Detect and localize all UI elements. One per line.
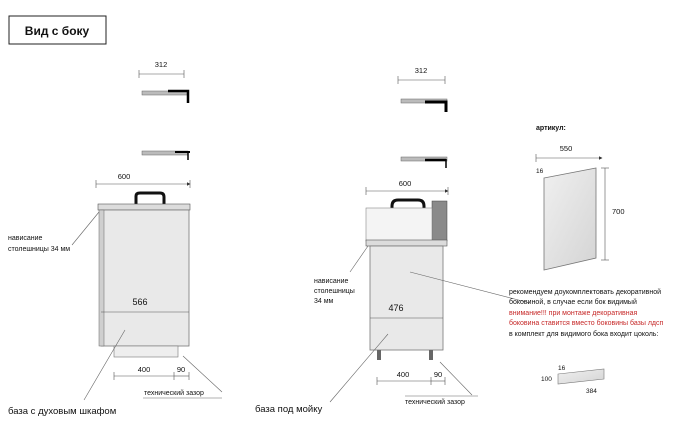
title-box: Вид с боку (8, 15, 107, 45)
panel-dim-700-label: 700 (612, 207, 625, 216)
warning-line-2: боковина ставится вместо боковины базы л… (509, 319, 664, 327)
left-overhang-leader (71, 211, 100, 246)
middle-dim-600-label: 600 (399, 179, 412, 188)
middle-panel-leader (409, 271, 531, 304)
left-dim-566-label: 566 (132, 297, 147, 307)
left-overhang-label-2: столешницы 34 мм (8, 246, 70, 253)
middle-overhang-leader (349, 245, 369, 273)
middle-dim-312: 312 (397, 66, 446, 84)
middle-caption: база под мойку (255, 404, 322, 415)
left-cabinet-body (100, 209, 190, 347)
middle-countertop-profile-2 (400, 156, 448, 168)
middle-dim-90-label: 90 (434, 370, 442, 379)
left-gap-label: технический зазор (144, 389, 204, 397)
panel-dim-550-label: 550 (560, 144, 573, 153)
plinth-dim-16-label: 16 (558, 365, 566, 372)
panel-dim-700: 700 (601, 167, 625, 261)
plinth-dim-384-label: 384 (586, 388, 597, 395)
middle-dim-600: 600 (365, 179, 449, 195)
middle-backsplash (431, 200, 448, 242)
left-gap-leader (182, 355, 223, 393)
middle-overhang-label-2: столешницы (314, 288, 355, 295)
middle-sink (365, 207, 433, 242)
middle-leg-back (429, 350, 433, 360)
left-dim-312: 312 (138, 60, 185, 78)
left-countertop (97, 203, 191, 211)
recommendation-line-1: рекомендуем доукомплектовать декоративно… (509, 288, 661, 296)
left-dim-400: 400 (113, 365, 175, 380)
panel-dim-550: 550 (535, 144, 603, 162)
middle-overhang-label-1: нависание (314, 278, 349, 285)
plinth-bar (557, 368, 605, 385)
left-overhang-label-1: нависание (8, 235, 43, 242)
left-oven-front (98, 209, 105, 347)
plinth-dim-100-label: 100 (541, 376, 552, 383)
middle-caption-leader (329, 333, 389, 403)
left-handle (134, 191, 166, 206)
warning-line-1: внимание!!! при монтаже декоративная (509, 310, 638, 317)
middle-faucet (390, 198, 426, 238)
decorative-side-panel (543, 167, 597, 271)
middle-dim-312-label: 312 (415, 66, 428, 75)
middle-dim-90: 90 (431, 370, 446, 385)
middle-countertop (365, 239, 448, 247)
middle-gap-leader (439, 361, 473, 396)
left-plinth (113, 345, 179, 358)
left-countertop-profile-2 (141, 150, 190, 160)
middle-dim-400: 400 (376, 370, 432, 385)
page-title: Вид с боку (25, 24, 90, 38)
middle-leg-front (377, 350, 381, 360)
middle-gap-label: технический зазор (405, 398, 465, 406)
left-dim-566: 566 (101, 297, 189, 313)
middle-dim-476-label: 476 (388, 303, 403, 313)
left-dim-600: 600 (95, 172, 191, 188)
middle-cabinet-group: 312 600 47 (255, 66, 531, 415)
middle-dim-476: 476 (370, 303, 443, 319)
left-dim-312-label: 312 (155, 60, 168, 69)
article-label: артикул: (536, 125, 566, 132)
panel-dim-16-label: 16 (536, 168, 544, 175)
left-dim-400-label: 400 (138, 365, 151, 374)
recommendation-line-2: боковиной, в случае если бок видимый (509, 298, 637, 306)
left-caption: база с духовым шкафом (8, 406, 116, 417)
plinth-note: в комплект для видимого бока входит цоко… (509, 330, 658, 338)
middle-overhang-label-3: 34 мм (314, 298, 334, 305)
middle-dim-400-label: 400 (397, 370, 410, 379)
middle-cabinet-body (369, 245, 444, 351)
right-panel-group: артикул: 550 16 700 рекомендуем доукомпл… (509, 125, 664, 395)
left-caption-leader (83, 329, 126, 401)
left-dim-90-label: 90 (177, 365, 185, 374)
left-cabinet-group: 312 600 566 (8, 60, 223, 417)
left-dim-600-label: 600 (118, 172, 131, 181)
left-dim-90: 90 (174, 365, 190, 380)
middle-countertop-profile-1 (400, 98, 448, 112)
left-countertop-profile-1 (141, 89, 190, 103)
